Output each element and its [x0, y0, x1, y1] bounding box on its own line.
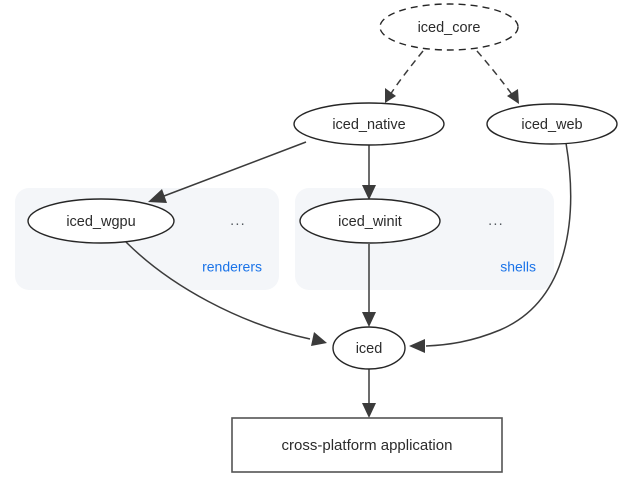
edge-iced-core-to-iced-web-line	[476, 50, 514, 97]
node-iced-wgpu-shape[interactable]	[27, 198, 175, 244]
shells-ellipsis: ...	[488, 213, 504, 229]
node-iced-winit-label: iced_winit	[338, 214, 402, 230]
node-iced-shape[interactable]	[332, 326, 406, 370]
edge-iced-wgpu-to-iced	[125, 241, 327, 346]
node-cross-platform-application-label: cross-platform application	[282, 437, 453, 454]
edge-iced-native-to-iced-winit-arrowhead	[362, 185, 376, 200]
edge-iced-core-to-iced-web	[476, 50, 519, 104]
node-iced-native-shape[interactable]	[293, 102, 445, 146]
node-cross-platform-application[interactable]: cross-platform application	[231, 417, 503, 473]
node-iced-label: iced	[356, 341, 383, 357]
edge-iced-core-to-iced-native-line	[389, 50, 424, 96]
edge-iced-native-to-iced-wgpu	[148, 141, 307, 203]
edge-iced-web-to-iced-arrowhead	[409, 339, 425, 353]
renderers-ellipsis: ...	[230, 213, 246, 229]
node-iced-web-label: iced_web	[521, 117, 582, 133]
node-cross-platform-application-shape[interactable]	[231, 417, 503, 473]
node-iced-winit-shape[interactable]	[299, 198, 441, 244]
node-iced-wgpu[interactable]: iced_wgpu	[27, 198, 175, 244]
edge-iced-winit-to-iced	[362, 244, 376, 327]
edge-iced-to-application	[362, 369, 376, 418]
cluster-renderers-label: renderers	[202, 259, 262, 275]
edge-iced-wgpu-to-iced-arrowhead	[311, 332, 327, 346]
node-iced-web-shape[interactable]	[486, 103, 618, 145]
edge-iced-core-to-iced-web-arrowhead	[507, 89, 519, 104]
edge-iced-to-application-arrowhead	[362, 403, 376, 418]
edge-iced-web-to-iced	[409, 142, 572, 353]
node-iced[interactable]: iced	[332, 326, 406, 370]
edge-iced-native-to-iced-wgpu-arrowhead	[148, 189, 167, 203]
edge-iced-core-to-iced-native-arrowhead	[385, 88, 396, 103]
node-iced-native[interactable]: iced_native	[293, 102, 445, 146]
edge-iced-native-to-iced-winit	[362, 144, 376, 200]
node-iced-wgpu-label: iced_wgpu	[66, 214, 135, 230]
edge-iced-core-to-iced-native	[385, 50, 424, 103]
cluster-shells-label: shells	[500, 259, 536, 275]
node-iced-web[interactable]: iced_web	[486, 103, 618, 145]
node-iced-winit[interactable]: iced_winit	[299, 198, 441, 244]
edge-iced-winit-to-iced-arrowhead	[362, 312, 376, 327]
edge-iced-wgpu-to-iced-line	[125, 241, 311, 340]
node-iced-core[interactable]: iced_core	[379, 3, 519, 51]
edge-iced-web-to-iced-line	[425, 142, 572, 347]
node-iced-core-label: iced_core	[418, 20, 481, 36]
edge-iced-native-to-iced-wgpu-line	[163, 141, 307, 197]
node-iced-native-label: iced_native	[332, 117, 405, 133]
node-iced-core-shape[interactable]	[379, 3, 519, 51]
